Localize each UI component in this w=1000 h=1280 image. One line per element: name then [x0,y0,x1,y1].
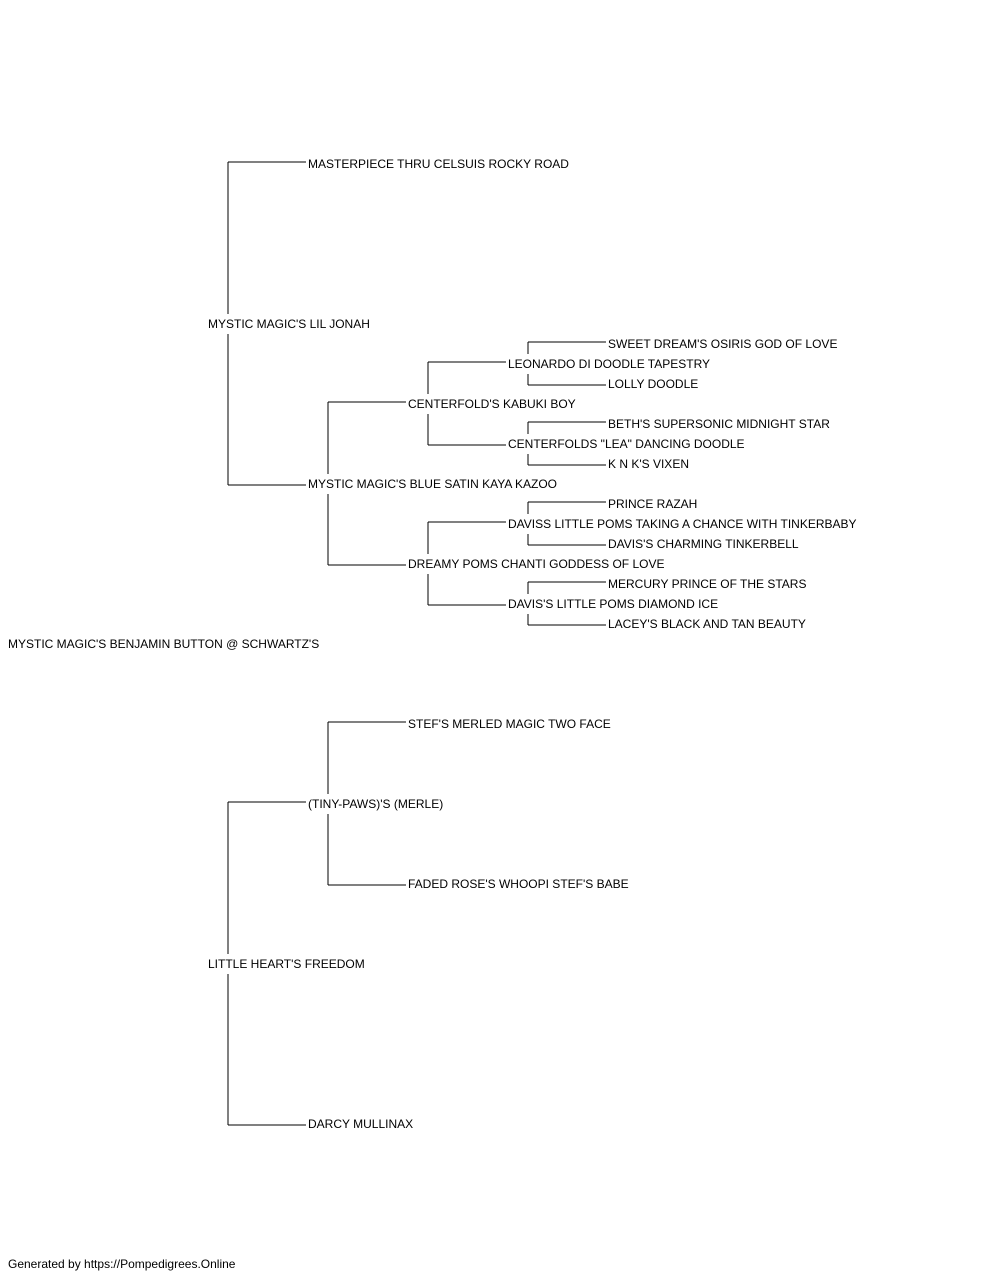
sire-dam-sire-dam-name: CENTERFOLDS "LEA" DANCING DOODLE [508,437,746,451]
sire-dam-sire-sire-sire-name: SWEET DREAM'S OSIRIS GOD OF LOVE [608,337,839,351]
sire-dam-sire-dam-sire-name: BETH'S SUPERSONIC MIDNIGHT STAR [608,417,831,431]
sire-dam-name: MYSTIC MAGIC'S BLUE SATIN KAYA KAZOO [308,477,559,491]
sire-dam-dam-sire-sire-name: PRINCE RAZAH [608,497,699,511]
sire-dam-dam-dam-name: DAVIS'S LITTLE POMS DIAMOND ICE [508,597,720,611]
sire-sire-name: MASTERPIECE THRU CELSUIS ROCKY ROAD [308,157,570,171]
sire-dam-dam-dam-dam-name: LACEY'S BLACK AND TAN BEAUTY [608,617,807,631]
generated-by-footer: Generated by https://Pompedigrees.Online [8,1257,236,1271]
subject-name: MYSTIC MAGIC'S BENJAMIN BUTTON @ SCHWART… [8,637,321,651]
dam-sire-sire-name: STEF'S MERLED MAGIC TWO FACE [408,717,612,731]
dam-sire-name: (TINY-PAWS)'S (MERLE) [308,797,445,811]
sire-dam-sire-sire-dam-name: LOLLY DOODLE [608,377,700,391]
dam-name: LITTLE HEART'S FREEDOM [208,957,366,971]
sire-dam-dam-name: DREAMY POMS CHANTI GODDESS OF LOVE [408,557,666,571]
sire-dam-dam-dam-sire-name: MERCURY PRINCE OF THE STARS [608,577,808,591]
sire-dam-sire-dam-dam-name: K N K'S VIXEN [608,457,690,471]
dam-sire-dam-name: FADED ROSE'S WHOOPI STEF'S BABE [408,877,630,891]
sire-dam-sire-name: CENTERFOLD'S KABUKI BOY [408,397,577,411]
sire-dam-dam-sire-dam-name: DAVIS'S CHARMING TINKERBELL [608,537,800,551]
sire-dam-dam-sire-name: DAVISS LITTLE POMS TAKING A CHANCE WITH … [508,517,858,531]
sire-dam-sire-sire-name: LEONARDO DI DOODLE TAPESTRY [508,357,712,371]
dam-dam-name: DARCY MULLINAX [308,1117,415,1131]
sire-name: MYSTIC MAGIC'S LIL JONAH [208,317,371,331]
